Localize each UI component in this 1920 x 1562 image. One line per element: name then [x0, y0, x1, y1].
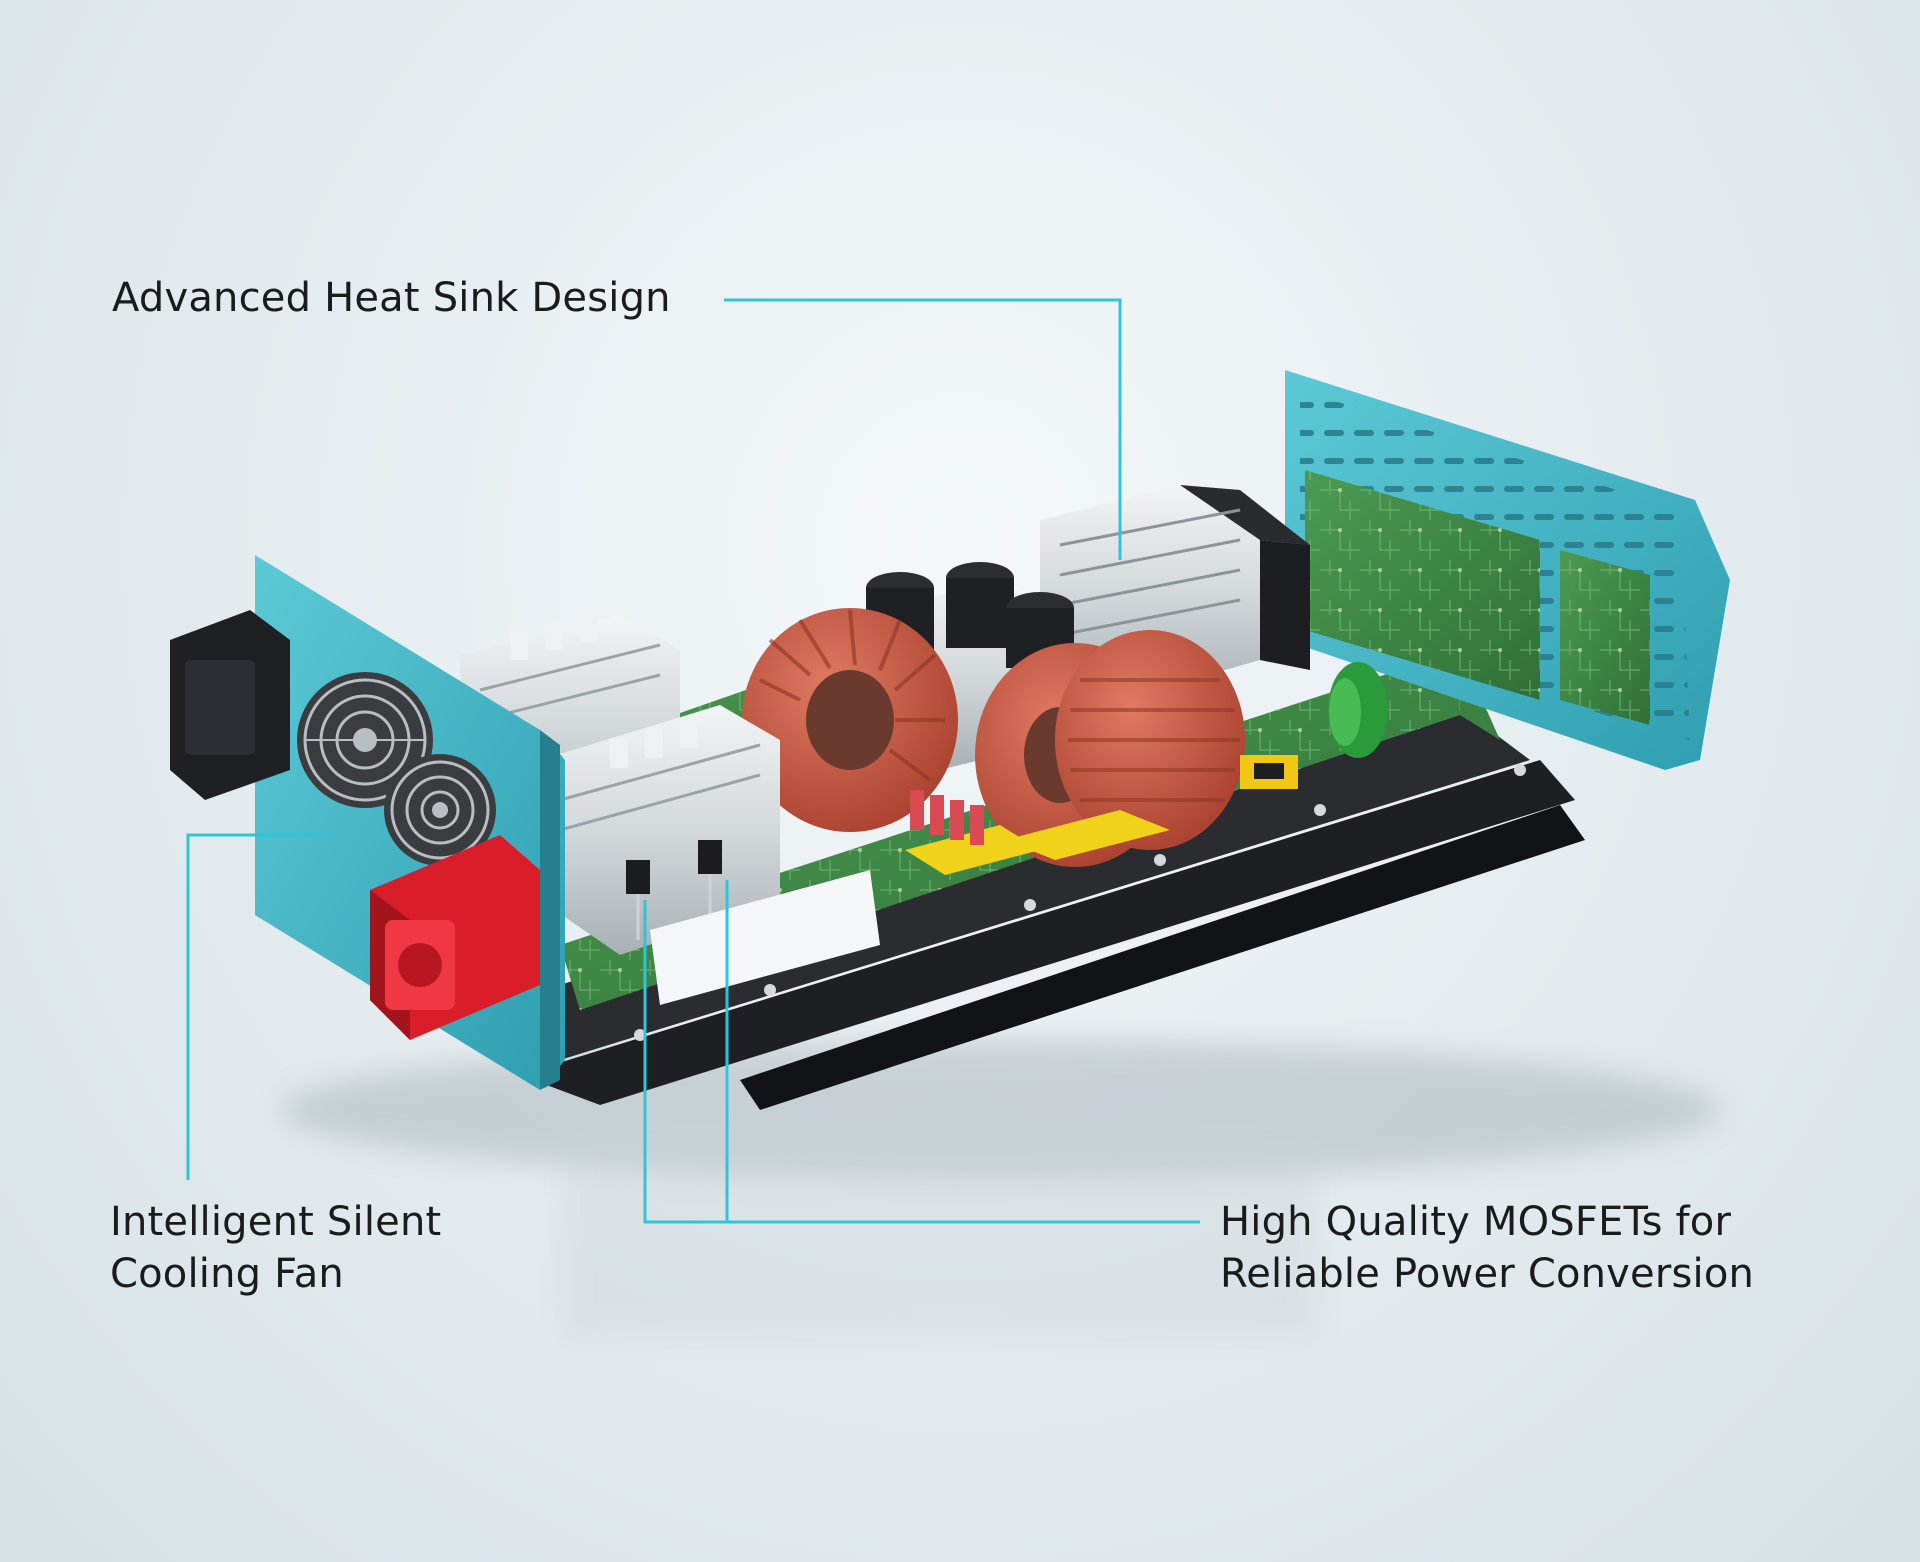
capacitors — [866, 562, 1388, 758]
rear-panel — [1285, 370, 1730, 770]
mosfet-text-line2: Reliable Power Conversion — [1220, 1251, 1755, 1297]
cooling-fan-text-line1: Intelligent Silent — [110, 1199, 442, 1245]
power-outlet-icon — [170, 610, 290, 800]
cooling-fan-callout-label: Intelligent Silent Cooling Fan — [110, 1196, 441, 1300]
front-panel — [170, 555, 565, 1090]
heat-sink-callout-label: Advanced Heat Sink Design — [112, 272, 671, 324]
cooling-fan-leader-line — [186, 833, 330, 1180]
toroidal-coils — [742, 608, 1298, 875]
dc-terminal-icon — [370, 835, 540, 1040]
mosfet-text-line1: High Quality MOSFETs for — [1220, 1199, 1732, 1245]
mosfet-leader-line — [643, 900, 1200, 1224]
heat-sink-leader-line — [724, 298, 1122, 560]
fan-grille-icon-2 — [384, 754, 496, 866]
callout-leader-lines — [186, 298, 1200, 1224]
mosfet-transistors — [626, 840, 722, 940]
chassis-base — [520, 700, 1585, 1110]
cooling-fan-text-line2: Cooling Fan — [110, 1251, 344, 1297]
front-heat-sinks — [460, 612, 880, 1005]
mosfet-callout-label: High Quality MOSFETs for Reliable Power … — [1220, 1196, 1754, 1300]
heat-sink-text: Advanced Heat Sink Design — [112, 275, 671, 321]
